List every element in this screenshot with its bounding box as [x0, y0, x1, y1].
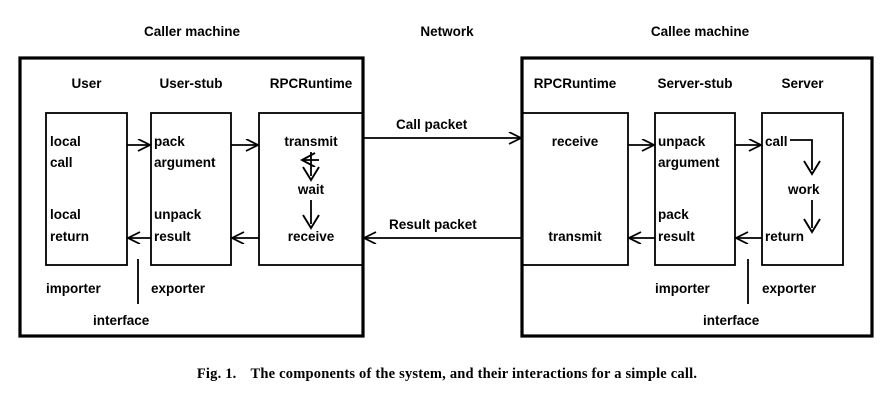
network-title: Network: [420, 24, 474, 39]
column-title-callee-runtime: RPCRuntime: [533, 76, 617, 91]
column-title-user-stub: User-stub: [159, 76, 223, 91]
server-internal-flow: [790, 139, 821, 234]
user-stub-box-line-2: argument: [154, 155, 216, 170]
user-box-line-4: return: [50, 229, 90, 244]
caller-importer-label: importer: [46, 281, 101, 296]
caller-interface-label: interface: [93, 313, 150, 328]
arrow-transmit-to-wait: [302, 152, 320, 182]
column-title-caller-runtime: RPCRuntime: [269, 76, 353, 91]
server-stub-box-line-2: argument: [658, 155, 720, 170]
figure-number: Fig. 1.: [196, 366, 237, 382]
user-box: [45, 112, 128, 266]
call-packet-label: Call packet: [396, 117, 468, 132]
user-box-line-3: local: [50, 207, 81, 222]
user-stub-box-line-1: pack: [154, 134, 185, 149]
callee-exporter-label: exporter: [762, 281, 817, 296]
column-title-server-stub: Server-stub: [657, 76, 733, 91]
column-title-server: Server: [781, 76, 824, 91]
callee-runtime-box: [521, 112, 629, 266]
callee-runtime-line-transmit: transmit: [548, 229, 602, 244]
caller-machine-title: Caller machine: [143, 24, 241, 39]
user-stub-box-line-4: result: [154, 229, 191, 244]
server-stub-box-line-1: unpack: [658, 134, 706, 149]
callee-machine-title: Callee machine: [650, 24, 750, 39]
server-stub-box-line-4: result: [658, 229, 695, 244]
server-box: [761, 112, 844, 266]
figure-caption-text: The components of the system, and their …: [250, 366, 698, 382]
server-step-call: call: [765, 134, 788, 149]
server-step-return: return: [765, 229, 805, 244]
user-stub-box-line-3: unpack: [154, 207, 202, 222]
column-title-user: User: [71, 76, 102, 91]
arrow-wait-to-receive: [302, 200, 320, 230]
caller-runtime-step-receive: receive: [287, 229, 335, 244]
user-box-line-1: local: [50, 134, 81, 149]
figure-caption: Fig. 1. The components of the system, and…: [0, 366, 894, 383]
caller-exporter-label: exporter: [151, 281, 206, 296]
server-step-work: work: [788, 182, 820, 197]
caller-runtime-step-wait: wait: [297, 182, 325, 197]
caller-runtime-step-transmit: transmit: [284, 134, 338, 149]
user-box-line-2: call: [50, 155, 73, 170]
callee-importer-label: importer: [655, 281, 710, 296]
callee-interface-label: interface: [703, 313, 760, 328]
callee-runtime-line-receive: receive: [551, 134, 599, 149]
user-stub-box: [150, 112, 232, 266]
server-stub-box: [654, 112, 736, 266]
result-packet-label: Result packet: [389, 217, 477, 232]
server-stub-box-line-3: pack: [658, 207, 689, 222]
caller-runtime-box: [258, 112, 364, 266]
